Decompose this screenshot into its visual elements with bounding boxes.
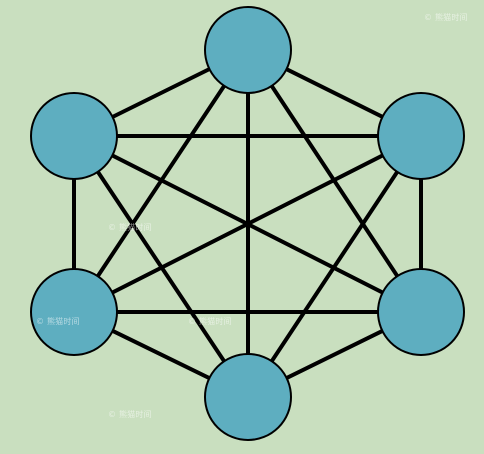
node-upper-right — [377, 92, 465, 180]
node-lower-left — [30, 268, 118, 356]
watermark-logo: © 熊猫时间 — [108, 410, 152, 419]
edge-upper-right-bottom — [246, 134, 423, 399]
node-lower-right — [377, 268, 465, 356]
node-layer — [30, 6, 465, 441]
watermark-logo: © 熊猫时间 — [188, 317, 232, 326]
node-top — [204, 6, 292, 94]
edge-upper-right-lower-left — [72, 134, 423, 314]
watermark-logo: © 熊猫时间 — [36, 317, 80, 326]
watermark-logo: © 熊猫时间 — [108, 223, 152, 232]
node-bottom — [204, 353, 292, 441]
node-upper-left — [30, 92, 118, 180]
watermark-logo: © 熊猫时间 — [424, 13, 468, 22]
